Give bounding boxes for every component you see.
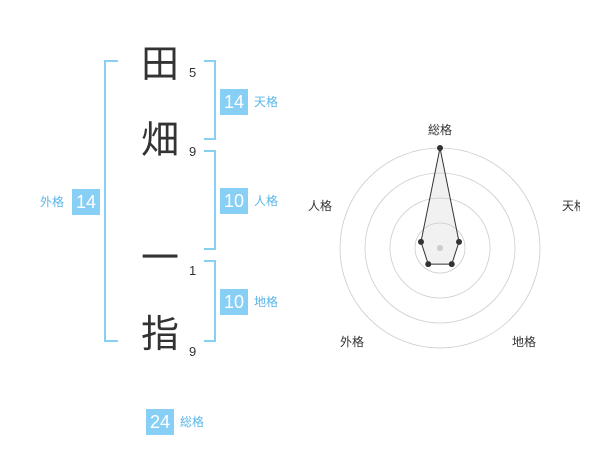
radar-area [420, 147, 460, 265]
gaikaku-label: 外格 [40, 195, 65, 209]
stroke-count-2: 9 [189, 144, 197, 159]
radar-center-dot [437, 245, 443, 251]
jinkaku-bracket [204, 150, 216, 250]
radar-point-1 [437, 145, 443, 151]
tenkaku-bracket [204, 60, 216, 140]
gaikaku-badge: 14 [72, 189, 100, 215]
soukaku-badge: 24 [146, 409, 174, 435]
stroke-count-4: 9 [189, 344, 197, 359]
jinkaku-badge: 10 [220, 188, 248, 214]
chikaku-label: 地格 [254, 295, 279, 309]
radar-ring-3 [364, 172, 516, 324]
stroke-count-3: 1 [189, 263, 197, 278]
radar-axis-label-3: 地格 [512, 334, 536, 349]
radar-point-4 [425, 261, 432, 268]
chikaku-badge: 10 [220, 289, 248, 315]
stroke-count-1: 5 [189, 65, 197, 80]
name-char-1: 田 [140, 42, 179, 86]
radar-axis-label-5: 人格 [308, 198, 332, 213]
radar-point-5 [417, 238, 424, 245]
tenkaku-label: 天格 [254, 95, 279, 109]
gaikaku-bracket [104, 60, 118, 342]
radar-axis-label-4: 外格 [340, 334, 364, 349]
soukaku-label: 総格 [180, 415, 205, 429]
jinkaku-label: 人格 [254, 194, 279, 208]
radar-ring-1 [414, 222, 466, 274]
name-char-4: 指 [140, 312, 179, 356]
name-char-2: 畑 [140, 118, 179, 162]
radar-axis-label-2: 天格 [562, 198, 580, 213]
radar-chart: 総格天格地格 外格 人格 [308, 122, 580, 349]
radar-point-3 [448, 261, 455, 268]
radar-point-2 [456, 238, 463, 245]
tenkaku-badge: 14 [220, 89, 248, 115]
name-char-3: 一 [140, 236, 179, 280]
radar-axis-label-1: 総格 [428, 122, 452, 137]
radar-ring-2 [389, 197, 491, 299]
chikaku-bracket [204, 260, 216, 342]
